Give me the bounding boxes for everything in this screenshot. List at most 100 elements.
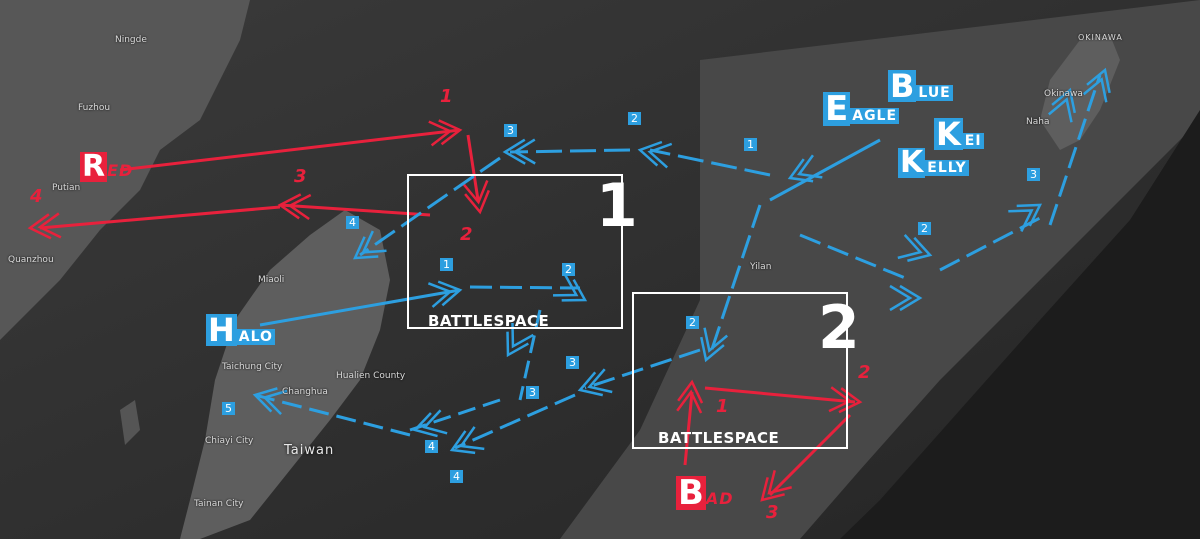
kei-arrow-4 <box>1082 67 1111 103</box>
eagle-step-4: 4 <box>450 470 463 483</box>
place-okinawa-city: Okinawa <box>1044 89 1083 99</box>
trench <box>840 110 1200 539</box>
red-route-leg-1 <box>119 128 461 172</box>
bad-arrow-1 <box>676 379 704 414</box>
red-arrow-1 <box>428 119 463 147</box>
red-step-1: 1 <box>440 86 453 107</box>
red-route-leg-2 <box>466 134 480 201</box>
blue-arrow-2 <box>637 140 673 169</box>
red-arrow-4 <box>27 212 62 240</box>
kei-arrow-2 <box>897 234 933 262</box>
place-okinawa: OKINAWA <box>1078 33 1123 42</box>
halo-route-leg-4 <box>409 398 501 432</box>
eagle-arrow-3 <box>577 368 613 397</box>
blue-arrow-1 <box>787 154 823 183</box>
place-chiayi: Chiayi City <box>205 436 254 446</box>
place-miaoli: Miaoli <box>258 275 285 285</box>
eagle-route-leg-1 <box>708 204 762 356</box>
routes <box>27 67 1111 502</box>
kei-step-3: 3 <box>1027 168 1040 181</box>
place-naha: Naha <box>1026 117 1050 127</box>
place-changhua: Changhua <box>282 387 328 397</box>
bad-route-leg-1 <box>683 391 694 466</box>
red-route-leg-3 <box>279 203 431 217</box>
halo-route-leg-1 <box>259 288 461 327</box>
blue-arrow-4 <box>353 230 387 260</box>
red-route-leg-4 <box>39 205 281 230</box>
kei-arrow-5 <box>1048 87 1076 123</box>
halo-arrow-3 <box>506 322 534 358</box>
eagle-route-leg-3 <box>454 393 576 450</box>
kei-arrow-3 <box>1008 203 1043 232</box>
blue-route-leg-0 <box>769 138 881 202</box>
okinawa-island <box>1040 35 1120 150</box>
battlespace-1-box <box>407 174 623 329</box>
halo-route-leg-2 <box>469 285 581 290</box>
place-quanzhou: Quanzhou <box>8 255 54 265</box>
battlespace-2-number: 2 <box>818 293 860 363</box>
red-arrow-2 <box>462 180 490 215</box>
ridge <box>560 0 1200 539</box>
bad-route-leg-3 <box>768 413 852 497</box>
bad-route-leg-2 <box>704 386 856 404</box>
bad-step-3: 3 <box>766 502 779 523</box>
taiwan-island <box>180 210 390 539</box>
blue-route-leg-1 <box>649 148 771 177</box>
blue-step-2: 2 <box>628 112 641 125</box>
halo-arrow-4 <box>412 409 448 438</box>
kei-step-2: 2 <box>918 222 931 235</box>
red-step-4: 4 <box>30 186 43 207</box>
place-ningde: Ningde <box>115 35 147 45</box>
red-step-2: 2 <box>460 224 473 245</box>
battlespace-2-box <box>632 292 848 449</box>
eagle-route-leg-2 <box>584 348 701 390</box>
place-taiwan: Taiwan <box>284 443 335 458</box>
red-arrow-3 <box>277 193 312 220</box>
place-fuzhou: Fuzhou <box>78 103 111 113</box>
eagle-step-3: 3 <box>566 356 579 369</box>
place-tainan: Tainan City <box>194 499 244 509</box>
eagle-arrow-2 <box>700 327 729 363</box>
blue-arrow-3 <box>502 138 536 165</box>
blue-route-leg-2 <box>509 148 631 154</box>
place-hualien: Hualien County <box>336 371 406 381</box>
eagle-step-2: 2 <box>686 316 699 329</box>
penghu-island <box>120 400 140 445</box>
bad-arrow-3 <box>760 469 793 502</box>
halo-arrow-1 <box>427 280 463 308</box>
kei-arrow-1 <box>889 284 923 312</box>
halo-arrow-2 <box>552 274 588 302</box>
halo-step-4: 4 <box>425 440 438 453</box>
place-yilan: Yilan <box>750 262 772 272</box>
halo-arrow-5 <box>252 387 288 415</box>
halo-step-3: 3 <box>526 386 539 399</box>
eagle-arrow-4 <box>449 426 485 455</box>
place-putian: Putian <box>52 183 81 193</box>
blue-step-3: 3 <box>504 124 517 137</box>
place-taichung: Taichung City <box>222 362 283 372</box>
halo-step-1: 1 <box>440 258 453 271</box>
kei-route-leg-3 <box>1048 74 1102 226</box>
battlespace-1-number: 1 <box>596 171 638 241</box>
kei-step-4: 4 <box>346 216 359 229</box>
red-step-3: 3 <box>294 166 307 187</box>
kei-route-leg-1 <box>799 233 911 282</box>
bad-step-1: 1 <box>716 396 729 417</box>
battlespace-1-label: BATTLESPACE <box>428 312 550 330</box>
battlespace-2-label: BATTLESPACE <box>658 429 780 447</box>
blue-route-leg-3 <box>359 156 501 257</box>
halo-route-leg-3 <box>518 309 542 401</box>
blue-step-1: 1 <box>744 138 757 151</box>
halo-step-5: 5 <box>222 402 235 415</box>
bad-step-2: 2 <box>858 362 871 383</box>
halo-step-2: 2 <box>562 263 575 276</box>
